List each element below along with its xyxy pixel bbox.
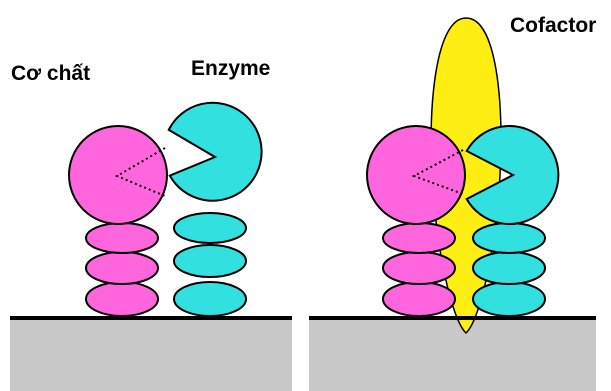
substrate-left [69,126,167,316]
enzyme-segment [174,245,246,277]
substrate-segment [383,223,455,253]
substrate-head [367,126,465,224]
substrate-segment [383,252,455,284]
enzyme-left [169,103,262,316]
substrate-segment [86,223,158,253]
enzyme-segment [473,252,545,284]
left-panel [10,103,292,391]
left-surface-block [10,318,292,391]
substrate-head [69,126,167,224]
enzyme-segment [473,282,545,316]
right-panel [309,18,596,391]
substrate-segment [86,282,158,316]
enzyme-segment [174,282,246,316]
substrate-segment [383,282,455,316]
cofactor-label: Cofactor [510,14,596,38]
substrate-segment [86,252,158,284]
enzyme-head [169,103,262,201]
substrate-label: Cơ chất [11,62,90,86]
enzyme-segment [174,213,246,243]
enzyme-label: Enzyme [191,57,270,81]
enzyme-segment [473,223,545,253]
right-surface-block [309,318,596,391]
